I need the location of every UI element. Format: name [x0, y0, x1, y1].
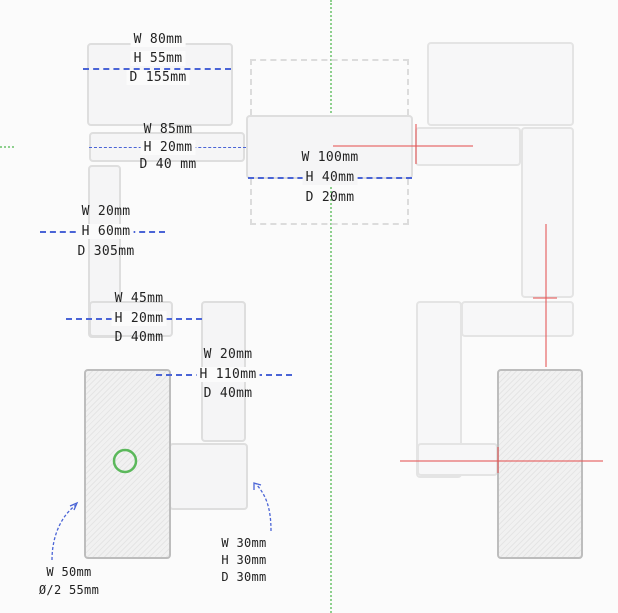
pointer-arrow-left: [51, 504, 77, 561]
label-80x55-w: W 80mm: [130, 32, 186, 47]
edge-guide-horizontal: [0, 146, 14, 148]
label-45x20-h: H 20mm: [111, 311, 167, 326]
label-cylinder-w: W 50mm: [46, 565, 92, 579]
label-80x55-h: H 55mm: [130, 51, 186, 66]
part-cylinder[interactable]: [84, 369, 171, 559]
label-20x60-h: H 60mm: [78, 224, 134, 239]
label-100x40-w: W 100mm: [301, 150, 359, 165]
assembly-shelf[interactable]: [461, 301, 574, 337]
label-45x20-w: W 45mm: [114, 291, 164, 306]
label-45x20-d: D 40mm: [114, 330, 164, 345]
label-20x110-w: W 20mm: [203, 347, 253, 362]
alignment-line-h2: [533, 297, 557, 299]
label-cylinder-dia: Ø/2 55mm: [38, 583, 100, 597]
pointer-arrow-right: [255, 483, 272, 532]
label-85x20-w: W 85mm: [143, 122, 193, 137]
alignment-line-v1: [415, 124, 417, 164]
assembly-top-block[interactable]: [427, 42, 574, 126]
label-20x110-h: H 110mm: [196, 367, 260, 382]
center-guide-vertical: [330, 0, 332, 613]
assembly-cylinder[interactable]: [497, 369, 583, 559]
label-30x30-h: H 30mm: [221, 553, 267, 567]
alignment-line-v2: [545, 224, 547, 367]
alignment-line-v3: [497, 447, 499, 473]
alignment-line-h1: [333, 145, 473, 147]
label-80x55-d: D 155mm: [126, 70, 190, 85]
assembly-crossbar[interactable]: [415, 127, 521, 166]
label-20x60-d: D 305mm: [77, 244, 135, 259]
label-85x20-d: D 40 mm: [139, 157, 197, 172]
label-30x30-w: W 30mm: [221, 536, 267, 550]
label-100x40-d: D 20mm: [305, 190, 355, 205]
dim-line-80x55: [83, 68, 231, 70]
part-30x30[interactable]: [169, 443, 248, 510]
label-20x110-d: D 40mm: [203, 386, 253, 401]
part-100x40[interactable]: [246, 115, 413, 179]
alignment-line-h3: [400, 460, 603, 462]
label-30x30-d: D 30mm: [221, 570, 267, 584]
label-85x20-h: H 20mm: [140, 140, 196, 155]
center-marker: [112, 448, 138, 474]
label-100x40-h: H 40mm: [302, 170, 358, 185]
label-20x60-w: W 20mm: [81, 204, 131, 219]
